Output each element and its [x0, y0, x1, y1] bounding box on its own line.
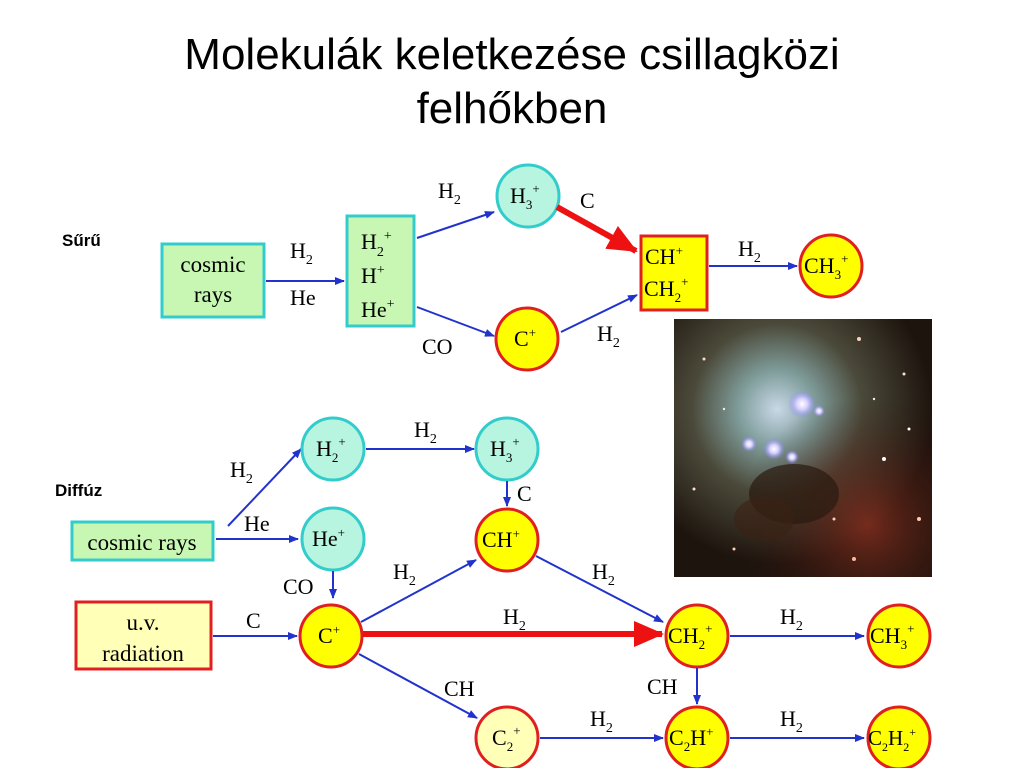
diffuse-label-h2-top: H2	[414, 417, 437, 447]
diffuse-uv-box: u.v. radiation	[74, 600, 213, 671]
diffuse-c2h2plus-node: C2H2+	[866, 705, 932, 768]
nebula-image	[674, 319, 932, 577]
svg-text:H3+: H3+	[490, 434, 520, 465]
dense-cplus-node: C+	[494, 306, 560, 372]
dense-label-h2: H2	[290, 238, 313, 268]
title-line-2: felhőkben	[416, 84, 608, 133]
diffuse-c2hplus-node: C2H+	[664, 705, 730, 768]
dense-cosmic-label-2: rays	[194, 282, 232, 307]
dense-label-h2-top: H2	[438, 178, 461, 208]
diffuse-cplus-node: C+	[298, 603, 364, 669]
diffuse-label-h2-ch3: H2	[780, 604, 803, 634]
diffuse-heplus-node: He+	[300, 506, 366, 572]
svg-text:C2+: C2+	[492, 723, 521, 754]
diffuse-ch2plus-node: CH2+	[664, 603, 730, 669]
dense-ion-h2plus: H2+	[361, 229, 392, 260]
diffuse-label-h2: H2	[230, 457, 253, 487]
diffuse-arrow-cp-chp	[360, 559, 477, 623]
svg-text:C2H2+: C2H2+	[868, 725, 916, 754]
dense-ion-hplus: H+	[361, 263, 385, 288]
dense-ch-box: CH+ CH2+	[639, 234, 709, 312]
diffuse-chplus-node: CH+	[474, 507, 540, 573]
diffuse-cosmic-rays-box: cosmic rays	[70, 520, 215, 562]
uv-label-1: u.v.	[126, 610, 159, 635]
dense-h3plus-node: H3+	[495, 163, 561, 229]
dense-arrow-ions-h3	[416, 211, 495, 239]
svg-text:CH3+: CH3+	[870, 621, 914, 652]
diffuse-ch3plus-node: CH3+	[866, 603, 932, 669]
dense-label-h2-right: H2	[738, 236, 761, 266]
dense-ch3plus-node: CH3+	[798, 233, 864, 299]
svg-text:CH+: CH+	[482, 526, 520, 552]
svg-text:C+: C+	[318, 622, 340, 648]
uv-label-2: radiation	[102, 641, 184, 666]
diffuse-label-h2-up: H2	[393, 559, 416, 589]
dense-ch-plus: CH+	[645, 243, 683, 269]
dense-ions-box: H2+ H+ He+	[345, 214, 416, 328]
diffuse-label-co: CO	[283, 574, 314, 599]
dense-ch2-plus: CH2+	[644, 274, 688, 305]
diffuse-h2plus-node: H2+	[300, 416, 366, 482]
title-line-1: Molekulák keletkezése csillagközi	[184, 30, 840, 79]
page-title: Molekulák keletkezése csillagközi felhők…	[0, 28, 1024, 136]
dense-arrow-h3-ch	[555, 204, 638, 254]
dense-label-co: CO	[422, 334, 453, 359]
svg-text:C2H+: C2H+	[669, 724, 713, 754]
diffuse-label-h2-down: H2	[592, 559, 615, 589]
dense-ion-heplus: He+	[361, 297, 395, 322]
diffuse-label: Diffúz	[55, 481, 102, 500]
dense-label-c: C	[580, 188, 595, 213]
diffuse-label-h2-mid: H2	[503, 604, 526, 634]
diffuse-arrow-cosmic-h2p	[227, 448, 302, 527]
diffuse-arrow-cp-c2p	[358, 653, 478, 719]
diffuse-label-h2-c2: H2	[590, 706, 613, 736]
svg-text:cosmic rays: cosmic rays	[87, 530, 196, 555]
diffuse-label-ch-right: CH	[647, 674, 678, 699]
svg-text:C+: C+	[514, 325, 536, 351]
diffuse-label-h2-c2h: H2	[780, 706, 803, 736]
dense-arrow-ions-cplus	[416, 306, 495, 337]
diffuse-arrow-chp-ch2p	[535, 555, 664, 623]
svg-text:CH2+: CH2+	[668, 621, 712, 652]
dense-label: Sűrű	[62, 231, 101, 250]
svg-text:H2+: H2+	[316, 434, 346, 465]
diffuse-label-ch-low: CH	[444, 676, 475, 701]
dense-arrow-cplus-ch	[560, 294, 638, 333]
diffuse-label-c-uv: C	[246, 608, 261, 633]
svg-text:H3+: H3+	[510, 181, 540, 212]
diffuse-label-he: He	[244, 511, 270, 536]
diffuse-c2plus-node: C2+	[474, 705, 540, 768]
diffuse-h3plus-node: H3+	[474, 416, 540, 482]
dense-label-h2-low: H2	[597, 321, 620, 351]
svg-text:CH3+: CH3+	[804, 251, 848, 282]
dense-cosmic-rays-box: cosmic rays	[160, 242, 266, 319]
dense-cosmic-label-1: cosmic	[180, 252, 245, 277]
svg-text:He+: He+	[312, 525, 345, 551]
dense-label-he: He	[290, 285, 316, 310]
diffuse-label-c-down: C	[517, 481, 532, 506]
